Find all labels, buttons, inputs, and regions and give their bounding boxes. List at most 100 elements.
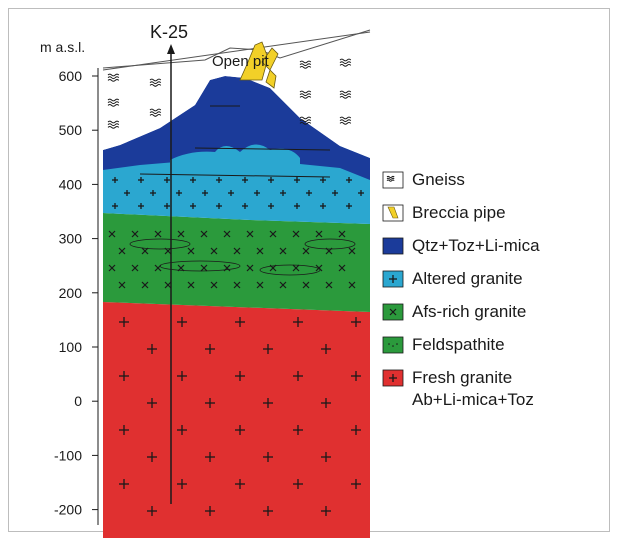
altered-plus-symbol [320,177,326,183]
legend-swatch [382,336,404,354]
legend-plus-symbol [389,275,397,283]
afs-x-symbol [131,264,139,272]
afs-x-symbol [164,247,172,255]
altered-plus-symbol [202,190,208,196]
surface-line [102,31,371,71]
fresh-plus-symbol [205,452,215,462]
afs-x-symbol [256,247,264,255]
legend-label: Gneiss [412,170,465,189]
altered-plus-symbol [216,203,222,209]
fresh-plus-symbol [205,506,215,516]
afs-x-symbol [108,264,116,272]
afs-x-symbol [118,281,126,289]
afs-x-symbol [141,247,149,255]
gneiss-symbol [339,90,352,99]
afs-x-symbol [118,247,126,255]
borehole-label: K-25 [150,22,188,42]
legend-swatch [382,237,404,255]
gneiss-symbol [339,116,352,125]
borehole-arrow-icon [167,44,175,54]
fresh-plus-symbol [293,317,303,327]
afs-x-symbol [246,230,254,238]
legend-item-qtz: Qtz+Toz+Li-mica [382,236,540,255]
legend-dots-symbol [388,343,398,347]
gneiss-symbol [386,175,395,182]
gneiss-symbol [299,116,312,125]
legend-label: Breccia pipe [412,203,506,222]
legend-item-afs: Afs-rich granite [382,302,526,321]
afs-x-symbol [348,281,356,289]
gneiss-symbol [107,120,120,129]
altered-plus-symbol [164,203,170,209]
gneiss-symbol [299,90,312,99]
elevation-tick-label: 200 [59,285,83,301]
fresh-granite-zone [103,302,370,538]
afs-x-symbol [233,247,241,255]
afs-x-symbol [338,264,346,272]
fresh-plus-symbol [263,344,273,354]
fresh-plus-symbol [205,344,215,354]
fresh-plus-symbol [321,452,331,462]
legend-item-altered: Altered granite [382,269,523,288]
elevation-tick-label: 400 [59,176,83,192]
fresh-plus-symbol [321,344,331,354]
elevation-tick: 600 [59,68,98,84]
fresh-plus-symbol [321,506,331,516]
fresh-plus-symbol [235,371,245,381]
elevation-tick-label: 500 [59,122,83,138]
open-pit-label: Open pit [212,53,270,70]
fresh-plus-symbol [147,344,157,354]
gneiss-symbol [149,78,162,87]
fresh-plus-symbol [293,371,303,381]
gneiss-symbol [299,60,312,69]
legend-item-gneiss: Gneiss [382,170,465,189]
fresh-plus-symbol [177,425,187,435]
afs-x-symbol [246,264,254,272]
altered-plus-symbol [216,177,222,183]
legend-item-feld: Feldspathite [382,335,505,354]
fresh-plus-symbol [293,425,303,435]
legend-label: Afs-rich granite [412,302,526,321]
afs-x-symbol [200,230,208,238]
altered-plus-symbol [320,203,326,209]
fresh-plus-symbol [177,317,187,327]
altered-granite-symbols [112,177,364,209]
altered-plus-symbol [346,203,352,209]
altered-plus-symbol [228,190,234,196]
afs-x-symbol [233,281,241,289]
elevation-tick-label: 0 [74,393,82,409]
fresh-plus-symbol [147,506,157,516]
altered-plus-symbol [164,177,170,183]
elevation-tick-label: 600 [59,68,83,84]
fresh-plus-symbol [119,479,129,489]
fresh-plus-symbol [321,398,331,408]
afs-x-symbol [210,247,218,255]
fresh-plus-symbol [263,398,273,408]
breccia-pipes [239,41,279,89]
elevation-tick: 200 [59,285,98,301]
afs-x-symbol [164,281,172,289]
afs-x-symbol [200,264,208,272]
qtz-toz-li-mica-zone [103,76,370,180]
elevation-tick: 300 [59,231,98,247]
afs-x-symbol [325,247,333,255]
gneiss-symbol [107,73,120,82]
fresh-plus-symbol [177,479,187,489]
fresh-plus-symbol [119,425,129,435]
afs-x-symbol [302,281,310,289]
fresh-plus-symbol [263,506,273,516]
afs-x-symbol [223,264,231,272]
elevation-tick-label: 300 [59,231,83,247]
legend-label-sub: Ab+Li-mica+Toz [412,390,534,409]
altered-plus-symbol [112,203,118,209]
elevation-tick: 0 [74,393,98,409]
altered-plus-symbol [150,190,156,196]
fresh-plus-symbol [351,425,361,435]
afs-x-symbol [269,264,277,272]
afs-x-symbol [325,281,333,289]
fresh-granite-symbols [119,317,361,516]
afs-x-symbol [269,230,277,238]
